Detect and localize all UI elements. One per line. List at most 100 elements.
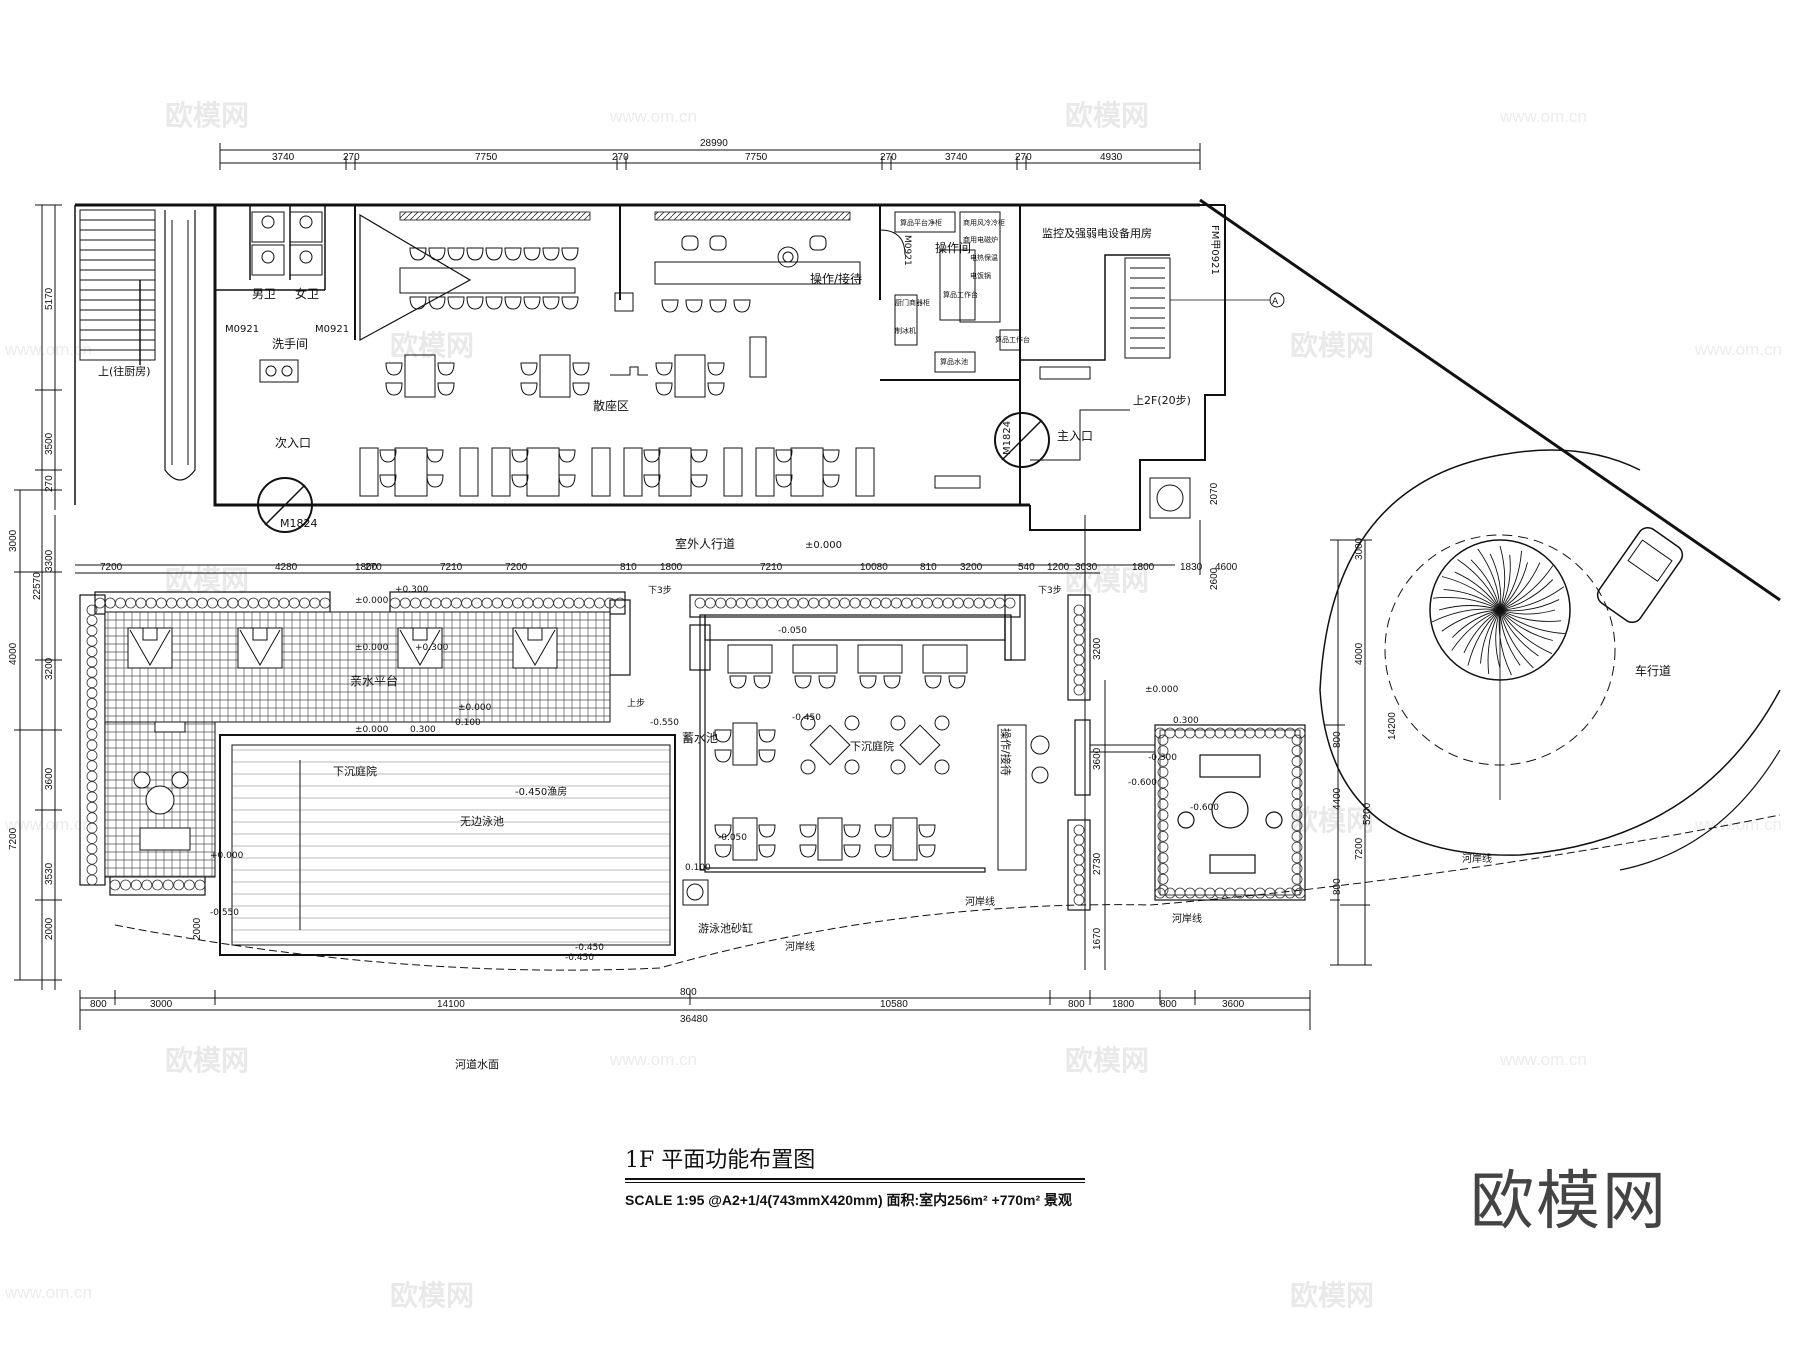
equipment-label: 算品工作台 <box>943 290 978 299</box>
label-outdoor-walk: 室外人行道 <box>675 536 735 551</box>
dim-bottom-seg: 1800 <box>1112 999 1135 1010</box>
dim-middle-row: 7200 <box>100 562 123 573</box>
dim-left: 5170 <box>44 287 55 310</box>
deck-loungers <box>127 627 558 851</box>
watermark-url-1: www.om.cn <box>609 107 697 126</box>
dim-top-seg: 270 <box>1015 152 1032 163</box>
dim-middle-row: 3030 <box>1075 562 1098 573</box>
label-river-water: 河道水面 <box>455 1057 499 1071</box>
label-sunken-yard-1: 下沉庭院 <box>333 764 377 778</box>
dim-right: 4000 <box>1354 642 1365 665</box>
label-door-m1824: M1824 <box>280 517 318 530</box>
level-annotation: -0.550 <box>210 908 239 918</box>
hatch-strips <box>399 211 851 221</box>
level-annotation: +0.300 <box>395 585 429 595</box>
label-river-line: 河岸线 <box>1462 852 1492 865</box>
dim-bottom-seg: 10580 <box>880 999 908 1010</box>
dim-right: 4400 <box>1332 787 1343 810</box>
dim-bottom-total: 36480 <box>680 1014 708 1025</box>
watermark-brand-11: 欧模网 <box>390 1279 474 1312</box>
title-underline <box>625 1178 1085 1183</box>
dim-left: 3000 <box>8 529 19 552</box>
label-door-fm: FM甲0921 <box>1209 225 1220 275</box>
dim-right: 800 <box>1332 731 1343 748</box>
right-dimension-labels: 2070 3000 4000 14200 7200 3200 3600 2730… <box>192 482 1398 950</box>
label-washroom: 洗手间 <box>272 337 308 351</box>
sand-tank-box <box>682 879 709 906</box>
watermark-brand-3: 欧模网 <box>390 329 474 362</box>
level-annotation: -0.450 <box>792 713 821 723</box>
dim-bottom-seg: 14100 <box>437 999 465 1010</box>
courtyard-furniture <box>714 644 968 861</box>
equipment-labels: 算品平台净柜 商用风冷冷柜 商用电磁炉 电热保温 电饭锅 厨门商器柜 制冰机 算… <box>895 218 1030 366</box>
watermark-brand-10: 欧模网 <box>1065 1044 1149 1077</box>
label-main-entry: 主入口 <box>1057 429 1093 443</box>
label-river-line: 河岸线 <box>1172 912 1202 925</box>
watermark-brand-8: 欧模网 <box>1290 804 1374 837</box>
brand-watermark: 欧模网 <box>1470 1165 1668 1239</box>
dim-middle-row: 1830 <box>1180 562 1203 573</box>
watermark-brand-12: 欧模网 <box>1290 1279 1374 1312</box>
dim-middle-row: 10080 <box>860 562 888 573</box>
watermark-url-7: www.om.cn <box>609 1050 697 1069</box>
level-annotation: ±0.000 <box>355 596 389 606</box>
top-dimension-chain <box>219 143 1201 170</box>
dim-right: 2000 <box>192 917 203 940</box>
level-annotation: +0.300 <box>415 643 449 653</box>
level-annotation: 0.300 <box>1173 716 1199 726</box>
level-annotation: 0.300 <box>410 725 436 735</box>
dim-left: 270 <box>44 475 55 492</box>
label-door-m0921-c: M0921 <box>902 235 912 266</box>
dim-left: 3200 <box>44 657 55 680</box>
dim-bottom-seg: 800 <box>90 999 107 1010</box>
main-building <box>74 203 1226 531</box>
equipment-label: 算品工作台 <box>995 335 1030 344</box>
dim-right: 3200 <box>1092 637 1103 660</box>
level-annotation: -0.600 <box>1190 803 1219 813</box>
dim-right: 2730 <box>1092 852 1103 875</box>
label-pool-depth: -0.450渔房 <box>515 785 567 798</box>
dim-top-seg: 7750 <box>475 152 498 163</box>
dim-left: 3500 <box>44 432 55 455</box>
dim-middle-row: 7210 <box>440 562 463 573</box>
dim-middle-row: 4280 <box>275 562 298 573</box>
label-driveway: 车行道 <box>1635 663 1671 678</box>
counter-1 <box>614 246 861 312</box>
middle-dimension-row <box>75 564 1175 574</box>
dim-right: 3000 <box>1354 537 1365 560</box>
dim-bottom-seg: 3600 <box>1222 999 1245 1010</box>
equipment-label: 商用风冷冷柜 <box>963 218 1005 227</box>
lounge-pod <box>1090 724 1306 901</box>
level-annotation: ±0.000 <box>1145 685 1179 695</box>
main-entry-door <box>994 412 1050 468</box>
dim-top-seg: 7750 <box>745 152 768 163</box>
operate-room-equipment <box>879 211 1021 373</box>
dim-top-total: 28990 <box>700 138 728 149</box>
label-male-wc: 男卫 <box>252 287 276 301</box>
sunken-courtyard <box>699 614 1012 873</box>
label-sunken-yard-2: 下沉庭院 <box>850 739 894 753</box>
label-monitor-room: 监控及强弱电设备用房 <box>1042 226 1152 240</box>
watermark-layer: 欧模网 www.om.cn 欧模网 www.om.cn 欧模网 欧模网 www.… <box>4 99 1782 1312</box>
dim-left: 3300 <box>44 549 55 572</box>
dim-middle-row: 4600 <box>1215 562 1238 573</box>
label-door-m0921: M0921 <box>225 324 259 335</box>
driveway <box>1319 449 1781 871</box>
watermark-url-8: www.om.cn <box>1499 1050 1587 1069</box>
dim-right: 3600 <box>1092 747 1103 770</box>
dim-middle-row: 7210 <box>760 562 783 573</box>
bottom-dimension-chain <box>79 990 1311 1030</box>
dim-top-seg: 4930 <box>1100 152 1123 163</box>
level-annotation: -0.050 <box>718 833 747 843</box>
equipment-label: 算品平台净柜 <box>900 218 942 227</box>
label-operate-room: 操作间 <box>935 240 971 255</box>
label-down-3-steps: 下3步 <box>1038 585 1062 596</box>
label-stair-2f: 上2F(20步) <box>1133 394 1191 407</box>
equipment-label: 厨门商器柜 <box>895 298 930 307</box>
restrooms <box>251 211 323 383</box>
level-annotation: +0.000 <box>210 851 244 861</box>
bottom-dimension-labels: 800 3000 14100 800 10580 800 1800 800 36… <box>90 987 1245 1025</box>
equipment-label: 算品水池 <box>940 357 968 366</box>
watermark-url-9: www.om.cn <box>4 1283 92 1302</box>
site-boundary <box>1199 198 1781 602</box>
